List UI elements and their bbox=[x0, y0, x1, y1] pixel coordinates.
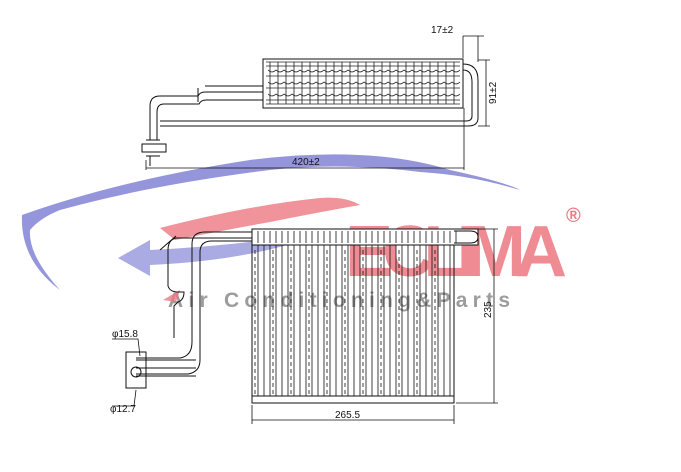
front-dim-width-line bbox=[251, 405, 455, 424]
front-flange-bolt bbox=[130, 366, 142, 378]
top-dim-length-line bbox=[145, 108, 465, 170]
front-dim-height-line bbox=[456, 228, 498, 404]
front-core-tubes bbox=[254, 245, 451, 403]
top-dim-height-line bbox=[478, 59, 490, 127]
top-depth-label: 17±2 bbox=[431, 25, 454, 36]
top-fitting bbox=[141, 139, 167, 166]
logo-registered-mark: ® bbox=[566, 205, 581, 227]
top-inlet-pipes bbox=[149, 85, 263, 140]
top-length-label: 420±2 bbox=[292, 157, 320, 168]
top-view bbox=[141, 35, 490, 170]
front-dim-inlet-leader bbox=[112, 338, 141, 357]
top-return-pipe bbox=[160, 63, 479, 127]
watermark-logo: ECLIMA ® Air Conditioning&Parts bbox=[21, 154, 581, 312]
front-header-fins bbox=[257, 231, 457, 243]
front-width-label: 265.5 bbox=[335, 410, 360, 421]
front-flange bbox=[125, 351, 196, 389]
front-view bbox=[112, 228, 498, 424]
front-inlet-label: φ15.8 bbox=[112, 329, 138, 340]
front-inlet-pipe bbox=[136, 231, 252, 359]
logo-wordmark: ECLIMA bbox=[345, 212, 567, 292]
top-height-label: 91±2 bbox=[488, 81, 499, 104]
logo-tagline-mark bbox=[163, 290, 180, 302]
front-outlet-label: φ12.7 bbox=[110, 404, 136, 415]
logo-car-swoosh-top bbox=[21, 154, 521, 290]
front-outlet-pipe bbox=[136, 240, 252, 375]
front-bottom-header bbox=[251, 395, 455, 404]
front-dim-outlet-leader bbox=[112, 389, 137, 407]
front-header-cap bbox=[454, 230, 479, 244]
logo-car-swoosh-red bbox=[160, 197, 360, 240]
top-core-fins bbox=[266, 61, 461, 105]
top-dim-depth-line bbox=[462, 35, 484, 62]
front-pipe-bend bbox=[159, 235, 252, 338]
logo-tagline: Air Conditioning&Parts bbox=[168, 289, 510, 312]
front-height-label: 235 bbox=[483, 301, 494, 318]
